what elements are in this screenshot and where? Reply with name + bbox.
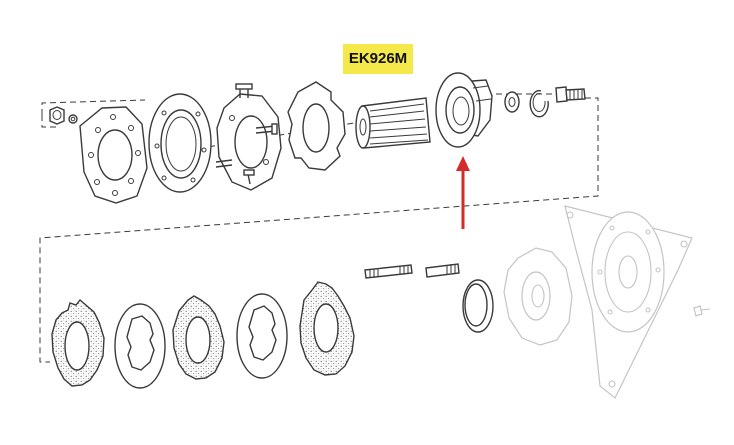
steel-plate-1 (114, 303, 166, 389)
stud-plate-part (215, 83, 282, 191)
bolt-part (555, 86, 586, 103)
washer-part (504, 91, 520, 113)
nut-part (49, 106, 78, 125)
friction-disc-2 (172, 295, 225, 380)
faded-small-bolt (693, 305, 711, 317)
sealing-ring-part (462, 279, 494, 333)
hub-part (435, 72, 493, 148)
stud-pin-2 (425, 263, 460, 278)
snap-ring-part (529, 90, 549, 118)
stud-pin-1 (364, 264, 413, 279)
arrow-up-icon (456, 156, 470, 229)
steel-plate-2 (236, 293, 288, 379)
locking-plate-part (287, 81, 346, 171)
splined-shaft-part (355, 97, 431, 149)
flange-plate-part (79, 106, 148, 204)
faded-flywheel-plate (564, 205, 693, 399)
faded-pressure-plate (503, 247, 573, 346)
cover-plate-part (148, 93, 212, 193)
part-number-label: EK926M (343, 44, 413, 74)
friction-disc-1 (51, 298, 105, 387)
friction-disc-3 (299, 281, 355, 376)
